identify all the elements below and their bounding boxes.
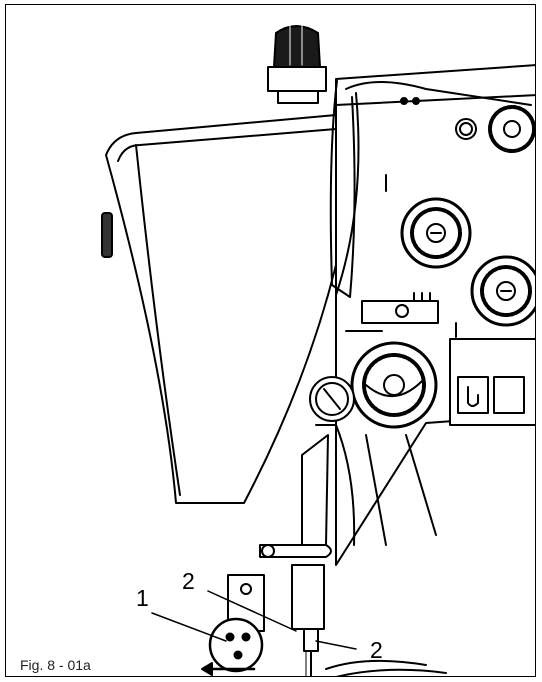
side-panel <box>449 338 535 426</box>
thread-guide <box>345 292 457 338</box>
foot-disc <box>201 617 264 676</box>
upper-dials <box>455 105 535 153</box>
head-cover <box>101 114 337 504</box>
callout-2-lower: 2 <box>370 637 383 663</box>
callout-1: 1 <box>136 585 149 611</box>
sewing-machine-head-drawing <box>101 22 535 676</box>
arrow-left-icon <box>201 662 213 676</box>
leader-lines <box>151 590 357 650</box>
top-knob <box>267 22 327 104</box>
machine-base <box>325 659 447 676</box>
stitch-dial-lower <box>470 255 535 327</box>
stitch-dial-upper <box>400 197 472 269</box>
thread-tension <box>309 341 438 429</box>
figure-caption: Fig. 8 - 01a <box>20 657 91 673</box>
figure-frame: 1 2 2 Fig. 8 - 01a <box>5 4 536 677</box>
callout-2-upper: 2 <box>182 568 195 594</box>
